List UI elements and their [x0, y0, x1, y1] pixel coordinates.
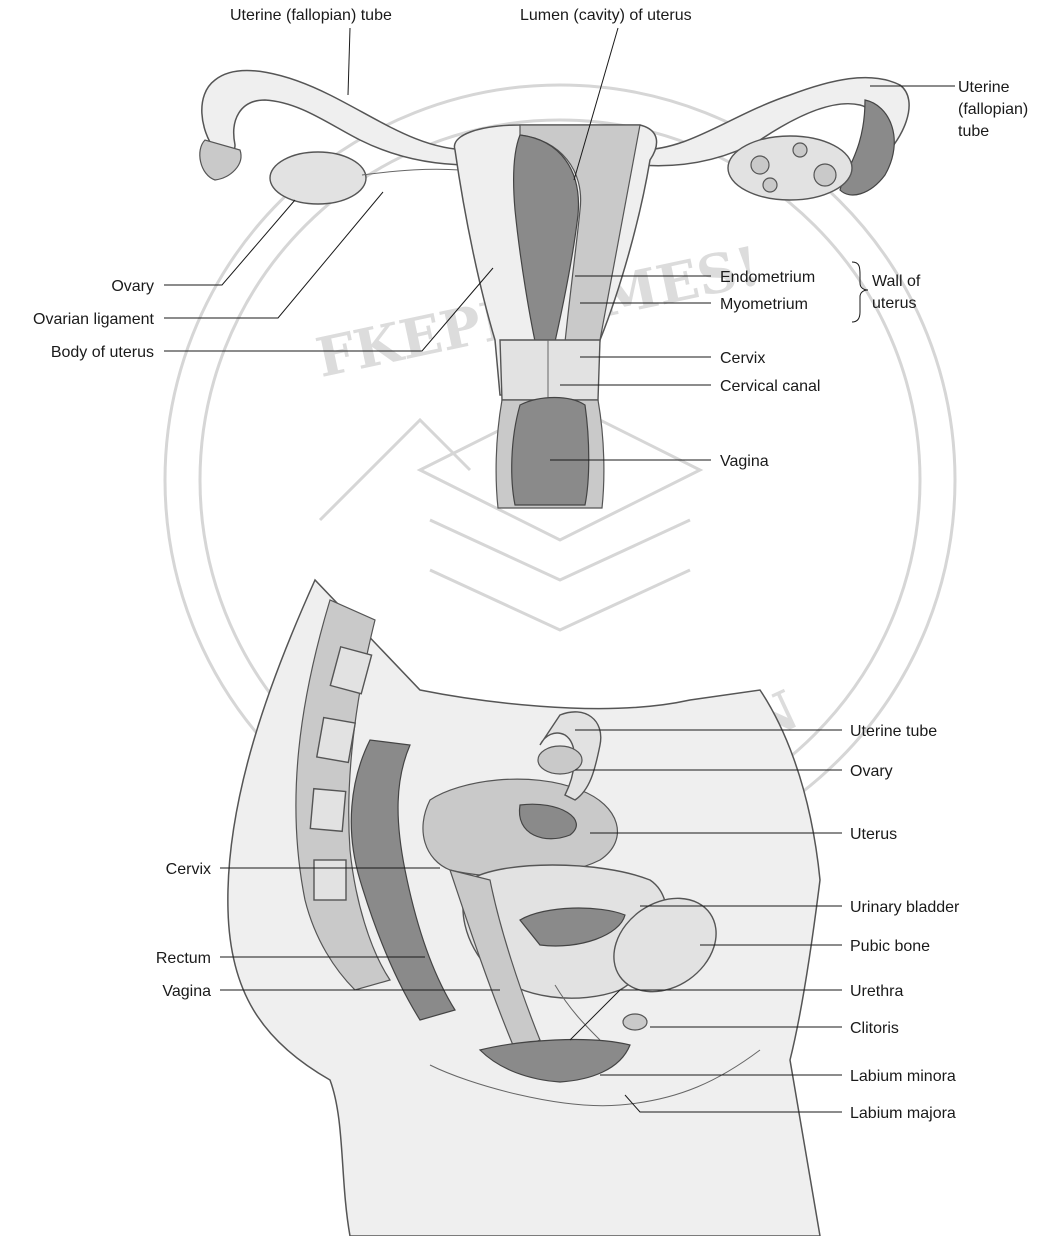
label-vagina-lower: Vagina [162, 983, 211, 1000]
label-vagina-upper: Vagina [720, 453, 769, 470]
label-uterine-tube-right-2: (fallopian) [958, 101, 1028, 118]
label-body-of-uterus: Body of uterus [51, 344, 154, 361]
label-cervix-upper: Cervix [720, 350, 765, 367]
label-myometrium: Myometrium [720, 296, 808, 313]
label-rectum: Rectum [156, 950, 211, 967]
label-ovary: Ovary [111, 278, 154, 295]
upper-uterus-illustration [200, 71, 909, 508]
label-uterine-tube-right-1: Uterine [958, 79, 1010, 96]
label-uterine-tube-right-3: tube [958, 123, 989, 140]
label-ovary-lower: Ovary [850, 763, 893, 780]
label-wall-of-uterus-2: uterus [872, 295, 916, 312]
label-ovarian-ligament: Ovarian ligament [33, 311, 155, 328]
label-lumen: Lumen (cavity) of uterus [520, 7, 692, 24]
label-clitoris: Clitoris [850, 1020, 899, 1037]
label-uterine-tube-lower: Uterine tube [850, 723, 937, 740]
label-labium-minora: Labium minora [850, 1068, 956, 1085]
label-uterine-tube-left: Uterine (fallopian) tube [230, 7, 392, 24]
lower-sagittal-illustration [228, 580, 820, 1236]
label-uterus-lower: Uterus [850, 826, 897, 843]
clitoris-shape [623, 1014, 647, 1030]
label-urinary-bladder: Urinary bladder [850, 899, 960, 916]
label-labium-majora: Labium majora [850, 1105, 956, 1122]
label-endometrium: Endometrium [720, 269, 815, 286]
cervix-section [500, 340, 600, 400]
label-urethra: Urethra [850, 983, 903, 1000]
left-ovary [270, 152, 366, 204]
label-cervix-lower: Cervix [166, 861, 211, 878]
left-fallopian-tube [202, 71, 470, 165]
sagittal-uterus [423, 779, 617, 876]
label-wall-of-uterus-1: Wall of [872, 273, 921, 290]
label-cervical-canal: Cervical canal [720, 378, 820, 395]
right-fimbriae [840, 100, 894, 195]
label-pubic-bone: Pubic bone [850, 938, 930, 955]
